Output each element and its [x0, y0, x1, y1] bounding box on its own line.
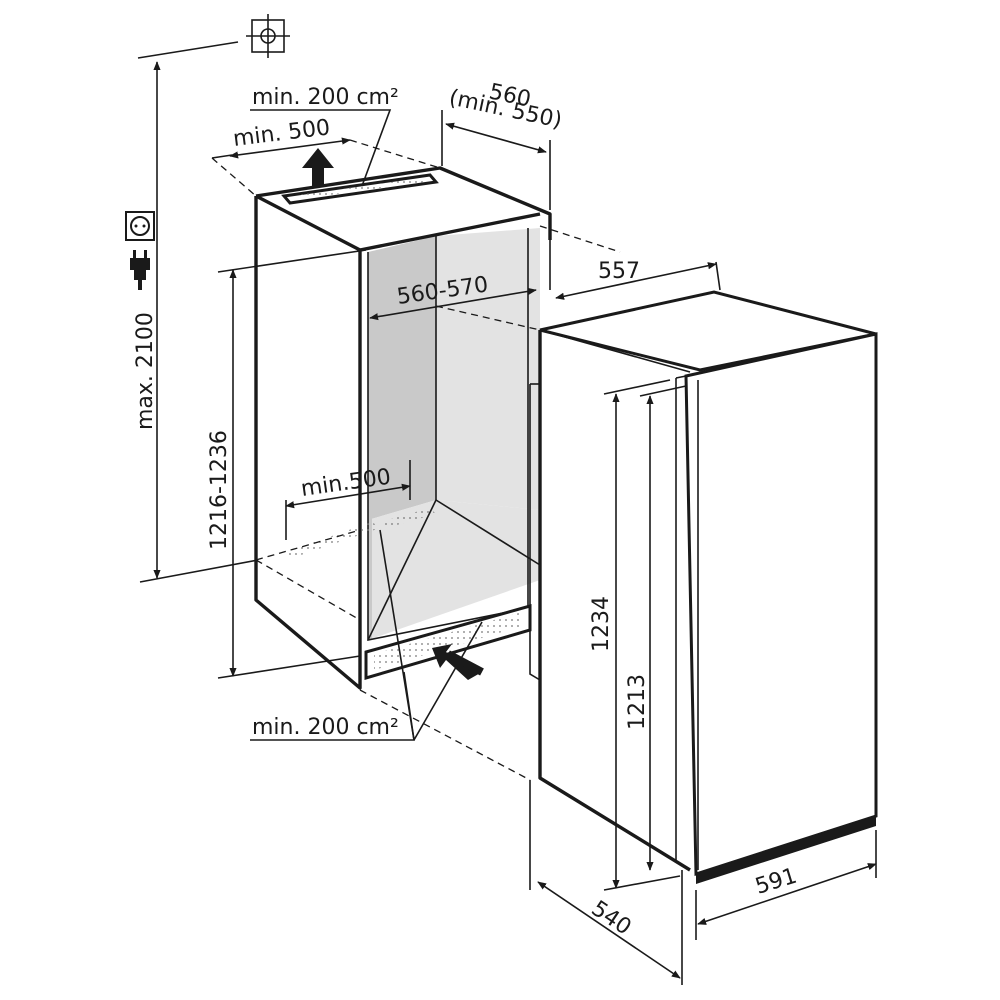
dimensions	[137, 41, 877, 985]
appliance	[529, 290, 878, 884]
power-plug-icon	[130, 250, 150, 290]
appliance-height-label: 1234	[589, 596, 614, 652]
airflow-arrows	[302, 148, 484, 680]
niche-cabinet	[254, 166, 552, 690]
door-width-label: 591	[752, 864, 799, 900]
top-clearance-label: min. 500	[232, 115, 332, 152]
appliance-depth-label: 557	[598, 259, 640, 284]
niche-height-label: 1216-1236	[207, 430, 232, 550]
bottom-vent-label: min. 200 cm²	[252, 715, 399, 740]
door-height-label: 1213	[625, 674, 650, 730]
wall-socket-icon	[125, 211, 155, 241]
body-depth-label: 540	[587, 896, 636, 940]
max-height-label: max. 2100	[133, 312, 158, 430]
wall-mount-icon	[246, 14, 290, 58]
air-out-arrow	[302, 148, 334, 186]
top-vent-label: min. 200 cm²	[252, 85, 399, 110]
labels: min. 200 cm² min. 500 560 (min. 550) 557…	[133, 79, 800, 940]
